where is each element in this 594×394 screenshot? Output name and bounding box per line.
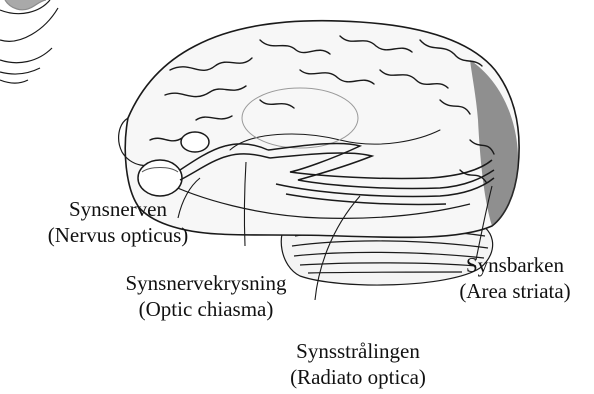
label-optic-nerve: Synsnerven (Nervus opticus) xyxy=(4,196,232,248)
label-optic-radiation-latin: (Radiato optica) xyxy=(248,364,468,390)
label-optic-chiasm: Synsnervekrysning (Optic chiasma) xyxy=(86,270,326,322)
label-optic-chiasm-latin: (Optic chiasma) xyxy=(86,296,326,322)
cropped-brain-corner xyxy=(0,0,58,83)
eyeball xyxy=(138,160,182,196)
label-optic-nerve-name: Synsnerven xyxy=(4,196,232,222)
label-optic-radiation-name: Synsstrålingen xyxy=(248,338,468,364)
label-optic-nerve-latin: (Nervus opticus) xyxy=(4,222,232,248)
label-visual-cortex-latin: (Area striata) xyxy=(440,278,590,304)
label-optic-chiasm-name: Synsnervekrysning xyxy=(86,270,326,296)
label-optic-radiation: Synsstrålingen (Radiato optica) xyxy=(248,338,468,390)
label-visual-cortex-name: Synsbarken xyxy=(440,252,590,278)
label-visual-cortex: Synsbarken (Area striata) xyxy=(440,252,590,304)
